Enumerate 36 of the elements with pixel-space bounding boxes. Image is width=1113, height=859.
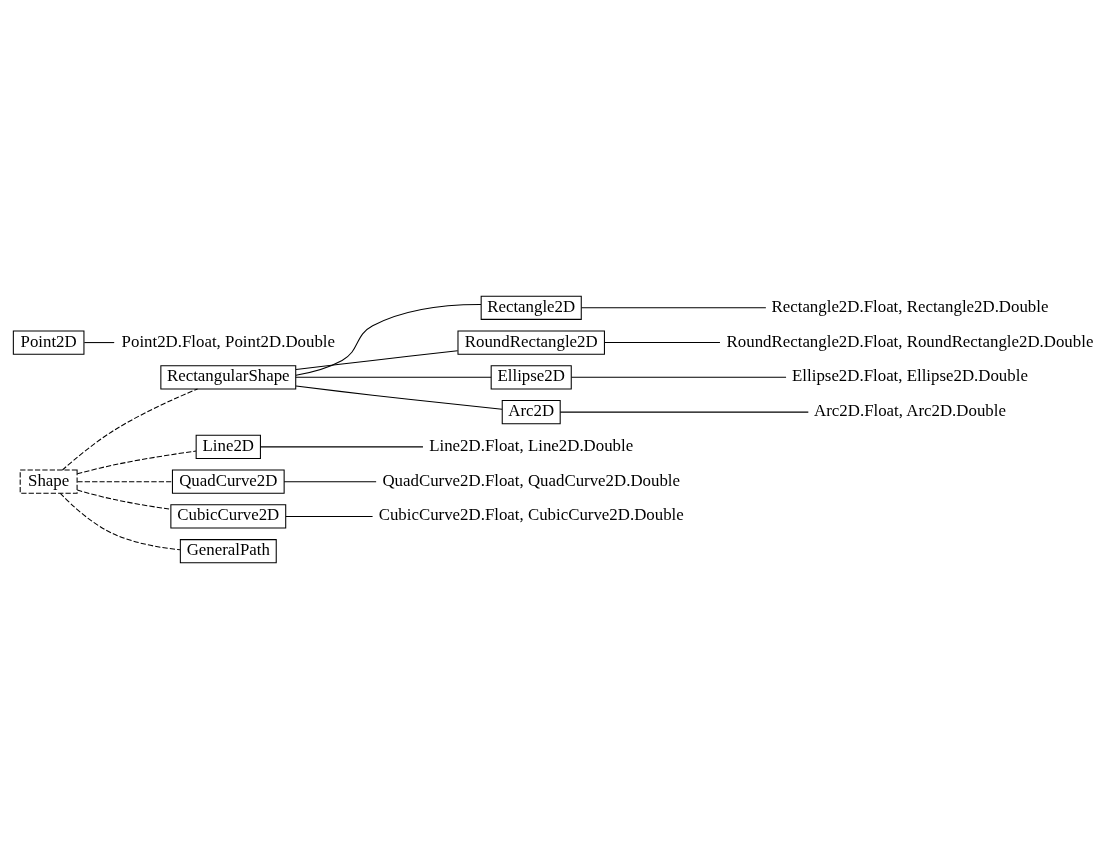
node-text: RoundRectangle2D.Float, RoundRectangle2D.Double bbox=[726, 331, 1094, 351]
node-box: Point2D bbox=[12, 330, 85, 355]
node-text: Ellipse2D.Float, Ellipse2D.Double bbox=[792, 366, 1028, 386]
connector bbox=[61, 388, 199, 471]
connector bbox=[559, 411, 809, 413]
node-box: GeneralPath bbox=[179, 539, 277, 564]
connector bbox=[581, 307, 767, 309]
node-box: RectangularShape bbox=[160, 365, 297, 390]
connector bbox=[76, 450, 197, 475]
node-text: CubicCurve2D.Float, CubicCurve2D.Double bbox=[378, 505, 684, 525]
connector bbox=[283, 481, 377, 483]
node-text: Rectangle2D.Float, Rectangle2D.Double bbox=[771, 296, 1049, 316]
connector bbox=[603, 342, 721, 344]
connector bbox=[83, 342, 115, 344]
connector bbox=[76, 481, 173, 483]
node-text: Arc2D.Float, Arc2D.Double bbox=[814, 401, 1006, 421]
connector bbox=[76, 489, 172, 510]
node-box: Ellipse2D bbox=[490, 365, 572, 390]
node-box: CubicCurve2D bbox=[170, 504, 287, 529]
connector bbox=[260, 446, 424, 448]
node-box: Line2D bbox=[195, 434, 261, 459]
connector bbox=[295, 385, 503, 410]
node-text: Line2D.Float, Line2D.Double bbox=[429, 435, 634, 455]
node-box: QuadCurve2D bbox=[171, 469, 285, 494]
connector bbox=[59, 492, 181, 551]
node-box: Shape bbox=[19, 469, 78, 494]
connector bbox=[295, 376, 492, 378]
node-box: RoundRectangle2D bbox=[457, 330, 605, 355]
connector bbox=[571, 376, 787, 378]
node-box: Arc2D bbox=[501, 400, 561, 425]
node-text: Point2D.Float, Point2D.Double bbox=[121, 331, 335, 351]
connector bbox=[295, 350, 459, 370]
node-text: QuadCurve2D.Float, QuadCurve2D.Double bbox=[382, 470, 680, 490]
connector bbox=[295, 303, 482, 376]
connector bbox=[285, 515, 374, 517]
node-box: Rectangle2D bbox=[480, 295, 582, 320]
